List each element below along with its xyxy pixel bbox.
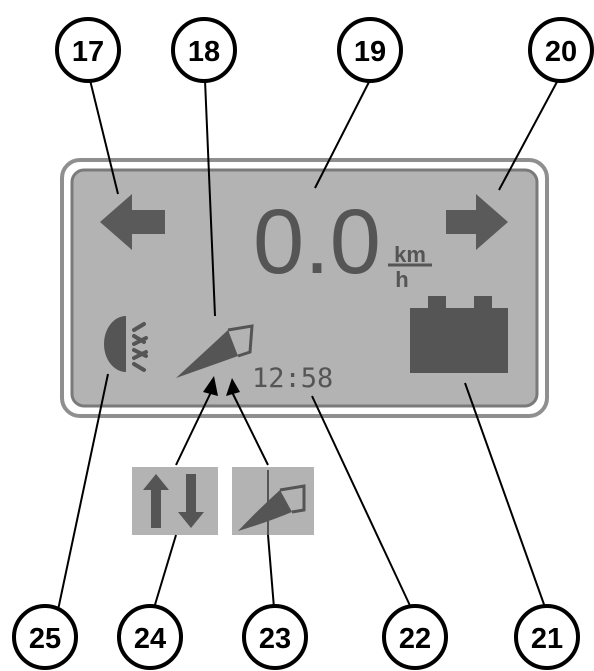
callout-label: 19 — [354, 36, 386, 68]
speed-unit-km: km — [394, 242, 426, 267]
battery-icon — [410, 296, 508, 373]
speed-unit-h: h — [395, 267, 408, 292]
callout-leaders — [57, 79, 559, 613]
callout-label: 25 — [29, 623, 61, 655]
left-turn-arrow-icon — [100, 194, 165, 250]
callout-label: 22 — [399, 623, 431, 655]
right-turn-arrow-icon — [446, 194, 508, 250]
working-width-wedge-icon — [176, 324, 254, 378]
callout-label: 20 — [545, 36, 577, 68]
up-down-arrows-icon — [132, 467, 218, 535]
callout-label: 23 — [259, 623, 291, 655]
speed-value: 0.0 — [253, 191, 381, 293]
callout-18: 18 — [171, 17, 237, 83]
callout-23: 23 — [242, 604, 308, 670]
callout-24: 24 — [117, 604, 183, 670]
callout-21: 21 — [514, 604, 580, 670]
callout-19: 19 — [337, 17, 403, 83]
callout-arrowhead-23 — [226, 378, 240, 396]
callout-25: 25 — [12, 604, 78, 670]
callout-label: 17 — [72, 36, 104, 68]
callout-label: 18 — [188, 36, 220, 68]
callout-label: 24 — [134, 623, 166, 655]
callout-20: 20 — [528, 17, 594, 83]
clock-display: 12:58 — [252, 363, 333, 394]
callout-17: 17 — [55, 17, 121, 83]
headlight-icon — [104, 316, 148, 372]
callout-label: 21 — [531, 623, 563, 655]
callout-arrowhead-24 — [203, 376, 218, 396]
wedge-position-icon — [232, 467, 314, 535]
callout-22: 22 — [382, 604, 448, 670]
